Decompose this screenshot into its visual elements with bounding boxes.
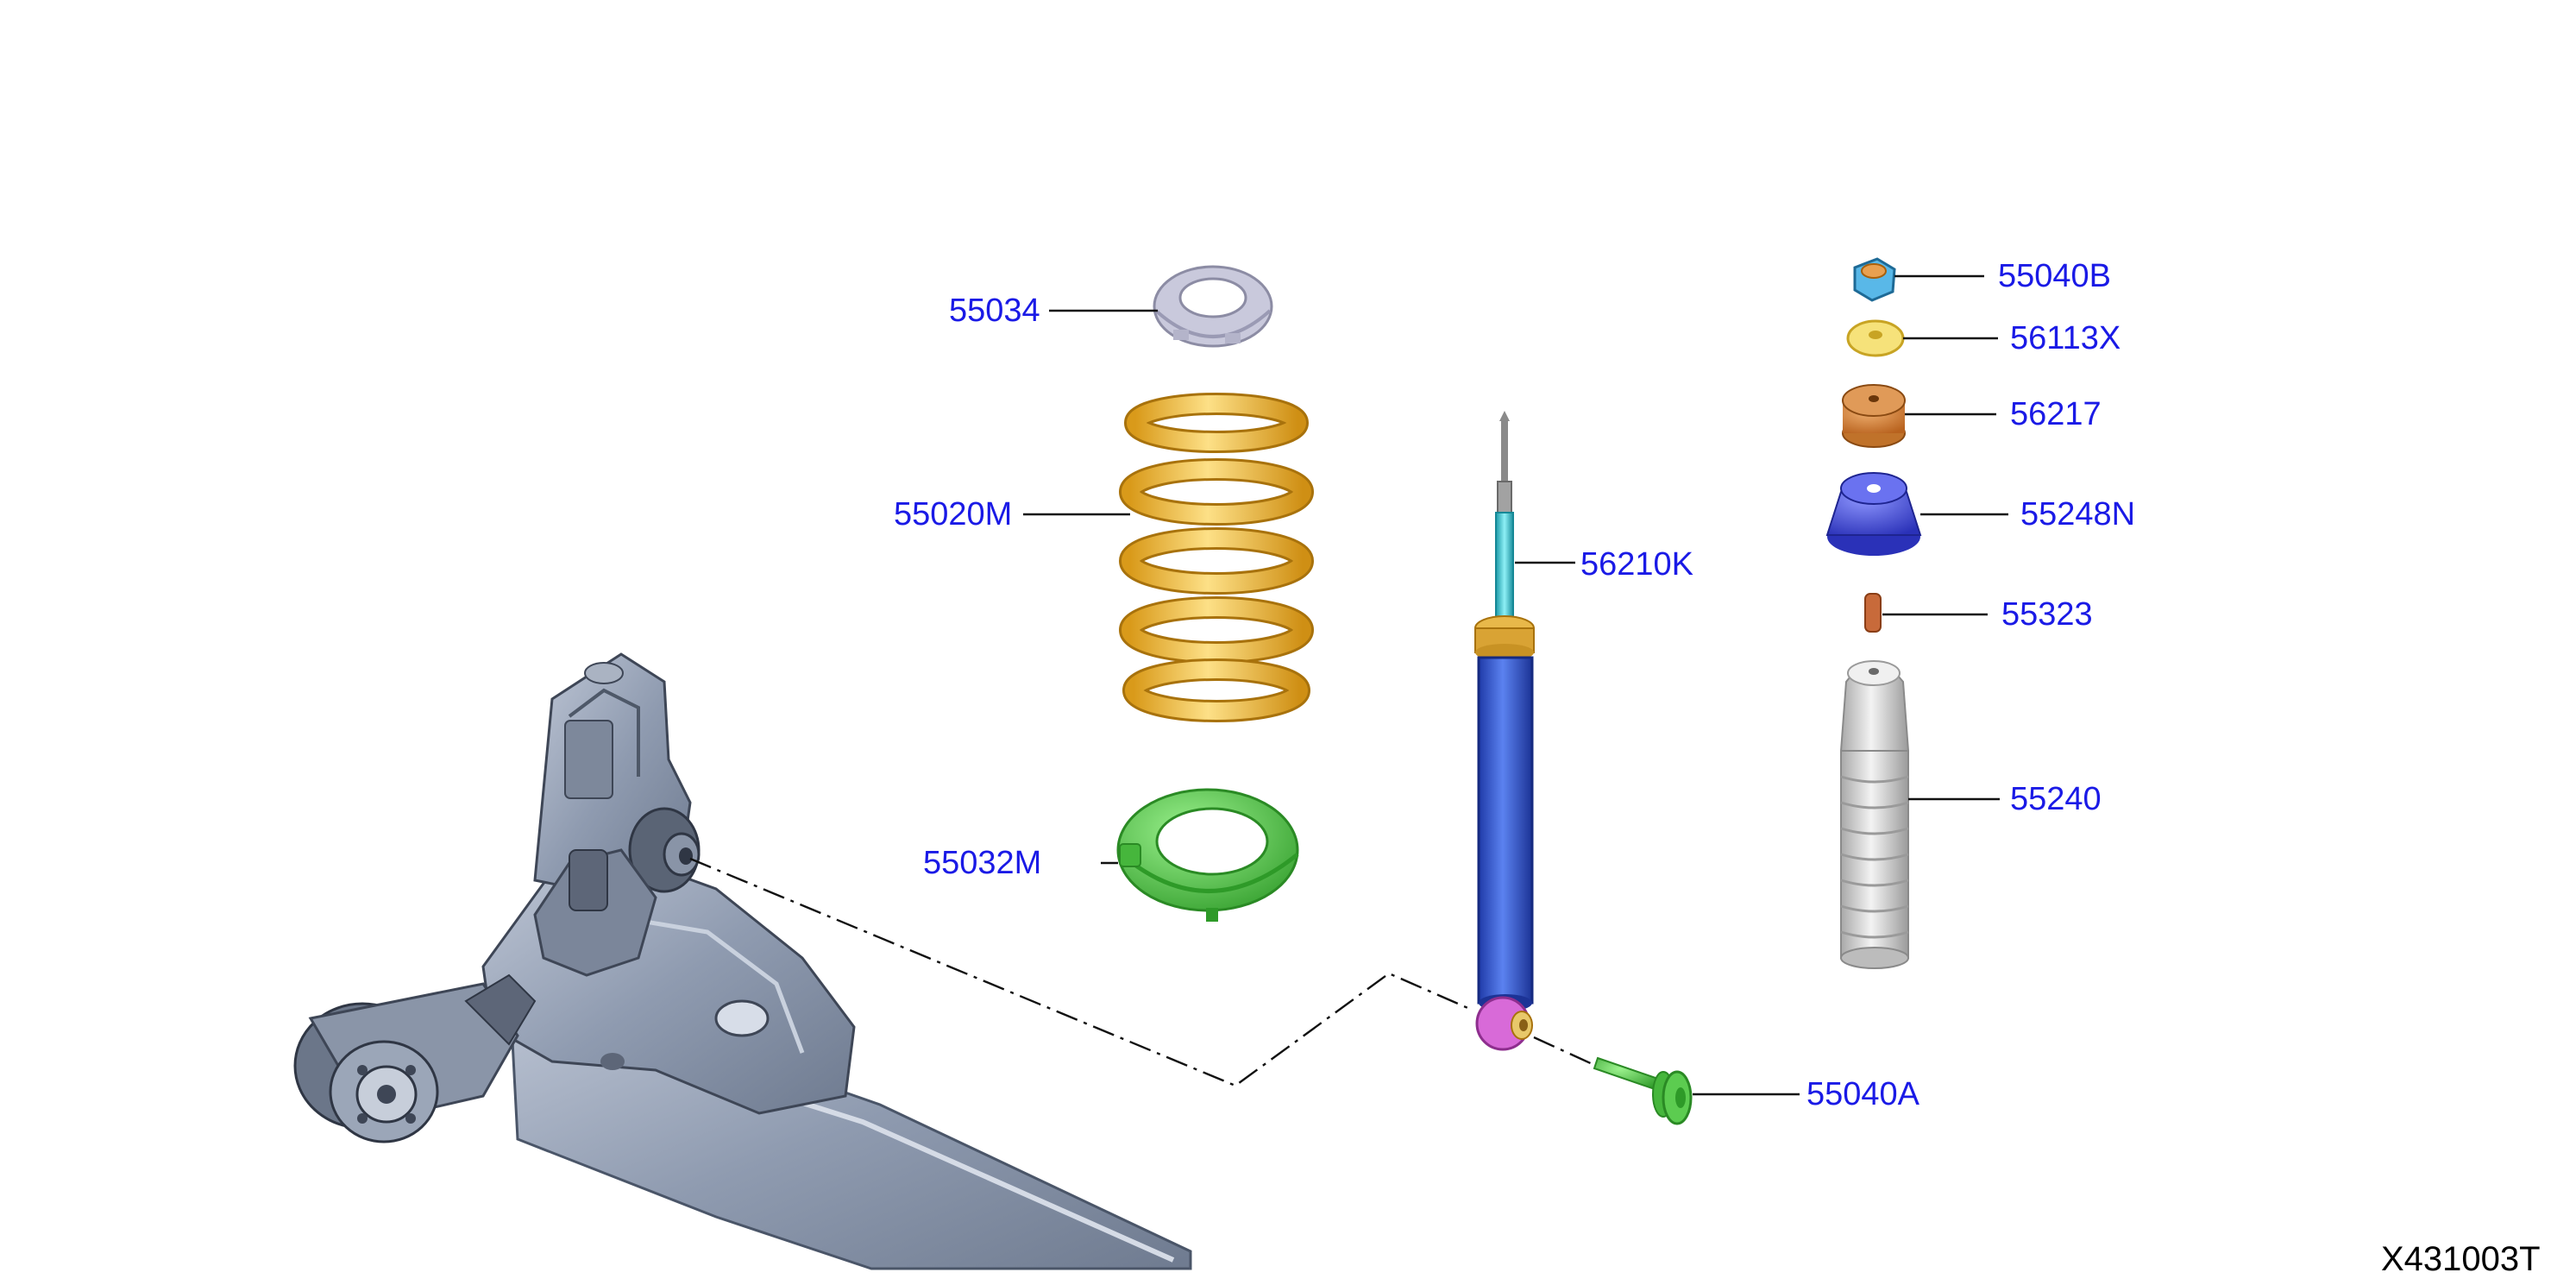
- callout-55240[interactable]: 55240: [2010, 781, 2102, 817]
- callout-55323[interactable]: 55323: [2001, 596, 2093, 633]
- rear-axle-beam: [293, 652, 1192, 1270]
- callout-56217[interactable]: 56217: [2010, 396, 2102, 432]
- callout-55040B[interactable]: 55040B: [1998, 258, 2111, 294]
- callout-56113X[interactable]: 56113X: [2010, 320, 2120, 356]
- callout-56210K[interactable]: 56210K: [1580, 546, 1693, 583]
- figure-id: X431003T: [2381, 1240, 2541, 1278]
- mounting-insulator: [1825, 472, 1922, 556]
- assembly-leader-bolt-to-shock: [1533, 1036, 1595, 1067]
- shock-absorber: [1474, 411, 1535, 1051]
- bound-bushing: [1842, 384, 1906, 448]
- bump-stopper: [1839, 660, 1910, 969]
- lock-nut: [1853, 257, 1896, 302]
- distance-tube: [1864, 593, 1882, 633]
- callout-55032M[interactable]: 55032M: [923, 845, 1041, 881]
- callout-55034[interactable]: 55034: [949, 293, 1040, 329]
- washer: [1846, 319, 1905, 357]
- coil-spring: [1119, 393, 1314, 722]
- mounting-bolt: [1593, 1056, 1693, 1125]
- upper-spring-seat: [1153, 265, 1273, 348]
- callout-55040A[interactable]: 55040A: [1806, 1076, 1920, 1112]
- lower-spring-seat: [1116, 788, 1299, 922]
- callout-55248N[interactable]: 55248N: [2020, 496, 2135, 532]
- assembly-leader-shock-to-axle: [689, 857, 1473, 1087]
- callout-55020M[interactable]: 55020M: [894, 496, 1012, 532]
